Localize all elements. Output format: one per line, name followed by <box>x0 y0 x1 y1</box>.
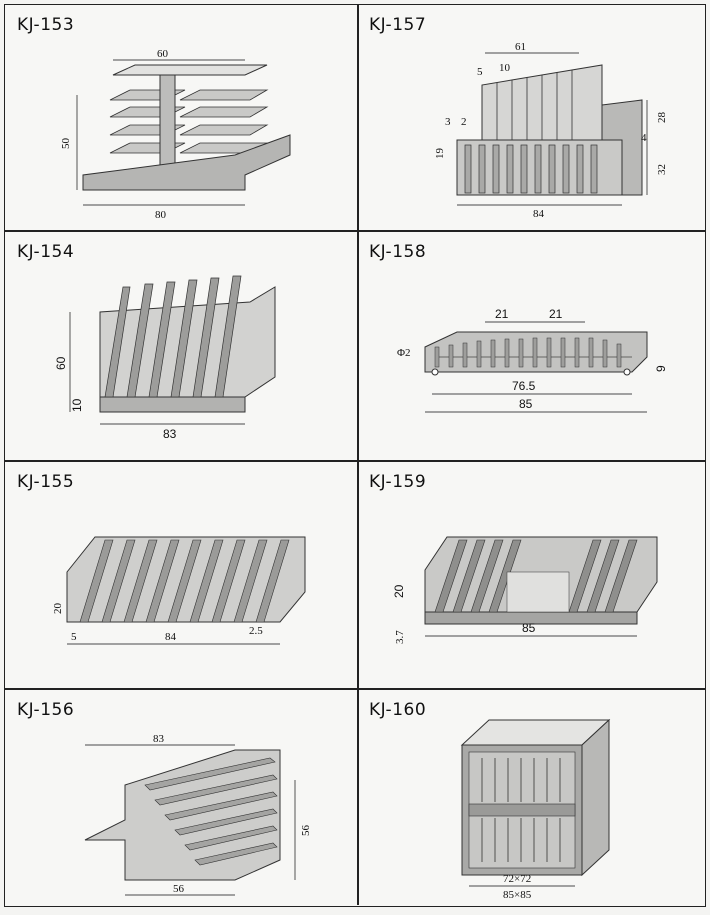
dim-upper-height: 28 <box>656 112 668 124</box>
dim-span-right: 21 <box>549 307 563 321</box>
product-code: KJ-159 <box>369 472 427 492</box>
product-cell-kj156: KJ-156 83 56 56 <box>5 690 355 915</box>
dim-width-base: 80 <box>155 209 167 221</box>
dim-width: 83 <box>163 427 177 441</box>
dim-fin-span: 61 <box>515 41 526 53</box>
dim-span-left: 21 <box>495 307 509 321</box>
dim-height: 50 <box>60 138 72 150</box>
catalog-sheet: KJ-153 60 50 80 <box>4 4 706 907</box>
product-code: KJ-153 <box>17 15 75 35</box>
product-code: KJ-156 <box>17 700 75 720</box>
product-code: KJ-158 <box>369 242 427 262</box>
heatsink-drawing-kj154: 60 10 83 <box>54 275 276 441</box>
dim-base-height: 10 <box>70 398 84 412</box>
dim-fin-pitch: 10 <box>499 62 511 74</box>
dim-height: 56 <box>300 825 312 837</box>
dim-inner-width: 76.5 <box>512 379 536 393</box>
heatsink-drawing-kj156: 83 56 56 <box>84 733 312 896</box>
dim-width: 84 <box>165 631 177 643</box>
heatsink-drawing-kj157: 61 5 10 3 2 19 28 4 32 84 <box>434 41 668 220</box>
heatsink-drawing-kj153: 60 50 80 <box>60 48 291 221</box>
product-cell-kj160: KJ-160 72×72 85×85 <box>357 690 707 915</box>
dim-total-width: 85 <box>519 397 533 411</box>
dim-hole-diameter: Φ2 <box>397 347 411 359</box>
product-cell-kj159: KJ-159 20 3.7 85 <box>357 462 707 687</box>
product-cell-kj155: KJ-155 20 5 84 2.5 <box>5 462 355 687</box>
product-code: KJ-157 <box>369 15 427 35</box>
heatsink-drawing-kj160: 72×72 85×85 <box>460 718 611 901</box>
dim-base-width: 56 <box>173 883 185 895</box>
product-cell-kj154: KJ-154 60 10 83 <box>5 232 355 457</box>
dim-side-height: 19 <box>434 148 446 160</box>
dim-gap-a: 3 <box>445 116 451 128</box>
grid-divider-row2 <box>5 460 705 462</box>
product-code: KJ-154 <box>17 242 75 262</box>
heatsink-drawing-kj158: 21 21 Φ2 76.5 85 9 <box>397 307 668 413</box>
dim-width: 83 <box>153 733 165 745</box>
grid-divider-vertical <box>357 5 359 905</box>
dim-height: 20 <box>392 584 406 598</box>
heatsink-drawing-kj155: 20 5 84 2.5 <box>52 536 306 645</box>
product-cell-kj157: KJ-157 61 5 10 3 2 19 <box>357 5 707 230</box>
product-cell-kj158: KJ-158 21 21 Φ2 76.5 85 <box>357 232 707 457</box>
product-code: KJ-155 <box>17 472 75 492</box>
grid-divider-row1 <box>5 230 705 232</box>
dim-height: 60 <box>54 356 68 370</box>
dim-gap-b: 2 <box>461 116 467 128</box>
product-cell-kj153: KJ-153 60 50 80 <box>5 5 355 230</box>
dim-width: 85 <box>522 621 536 635</box>
dim-step: 4 <box>641 132 647 144</box>
dim-base: 3.7 <box>394 630 406 644</box>
dim-height: 20 <box>52 603 64 615</box>
dim-total-width: 84 <box>533 208 545 220</box>
dim-height: 9 <box>654 365 668 372</box>
dim-fin-thick: 5 <box>477 66 483 78</box>
dim-outer: 85×85 <box>503 889 532 901</box>
dim-fin-thick: 2.5 <box>249 625 263 637</box>
dim-width-top: 60 <box>157 48 169 60</box>
heatsink-drawing-kj159: 20 3.7 85 <box>392 536 658 644</box>
grid-divider-row3 <box>5 688 705 690</box>
dim-wall: 5 <box>71 631 77 643</box>
product-code: KJ-160 <box>369 700 427 720</box>
dim-inner: 72×72 <box>503 873 531 885</box>
dim-lower-height: 32 <box>656 164 668 175</box>
